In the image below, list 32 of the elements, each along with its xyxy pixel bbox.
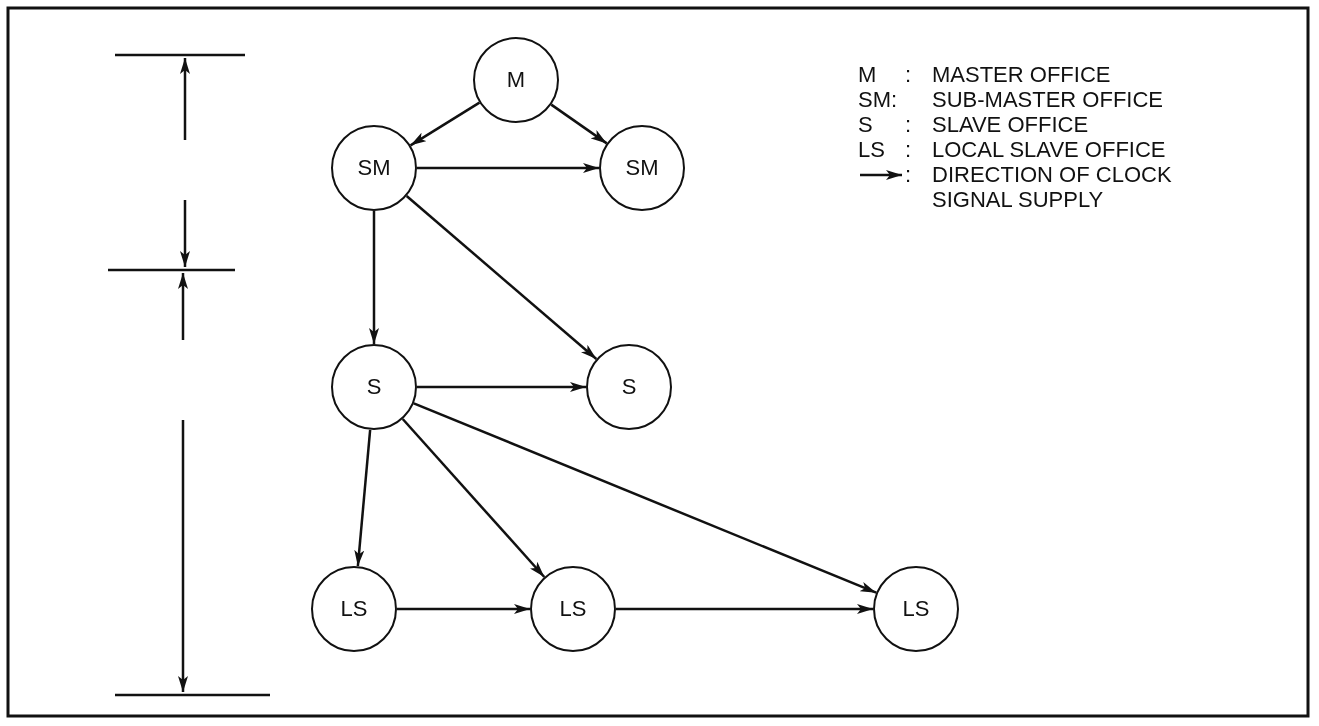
- legend-text: LS: [858, 137, 885, 162]
- arrow: [401, 418, 546, 578]
- node-label: SM: [357, 155, 391, 181]
- arrow: [417, 163, 599, 173]
- legend-text: :: [905, 162, 912, 187]
- node-label: LS: [559, 596, 587, 622]
- arrow: [616, 604, 873, 614]
- node-label: LS: [902, 596, 930, 622]
- legend-text: SLAVE OFFICE: [932, 112, 1089, 137]
- legend-text: M: [858, 62, 877, 87]
- node-label: LS: [340, 596, 368, 622]
- arrow: [369, 211, 379, 344]
- arrow: [397, 604, 530, 614]
- node-label: S: [366, 374, 382, 400]
- legend-text: :: [905, 62, 912, 87]
- legend-text: MASTER OFFICE: [932, 62, 1111, 87]
- legend-text: :: [905, 112, 912, 137]
- node-label: S: [621, 374, 637, 400]
- legend-text: S: [858, 112, 873, 137]
- legend-text: DIRECTION OF CLOCK SIGNAL SUPPLY: [932, 162, 1173, 212]
- arrow: [417, 382, 586, 392]
- arrow: [354, 429, 372, 567]
- legend-text: SM:: [858, 87, 898, 112]
- legend-text: LOCAL SLAVE OFFICE: [932, 137, 1166, 162]
- node-label: SM: [625, 155, 659, 181]
- arrow: [409, 101, 481, 147]
- legend-text: :: [905, 137, 912, 162]
- legend-text: SUB-MASTER OFFICE: [932, 87, 1163, 112]
- arrow: [405, 195, 598, 360]
- arrow: [413, 402, 877, 594]
- node-label: M: [506, 67, 526, 93]
- arrow: [550, 103, 608, 145]
